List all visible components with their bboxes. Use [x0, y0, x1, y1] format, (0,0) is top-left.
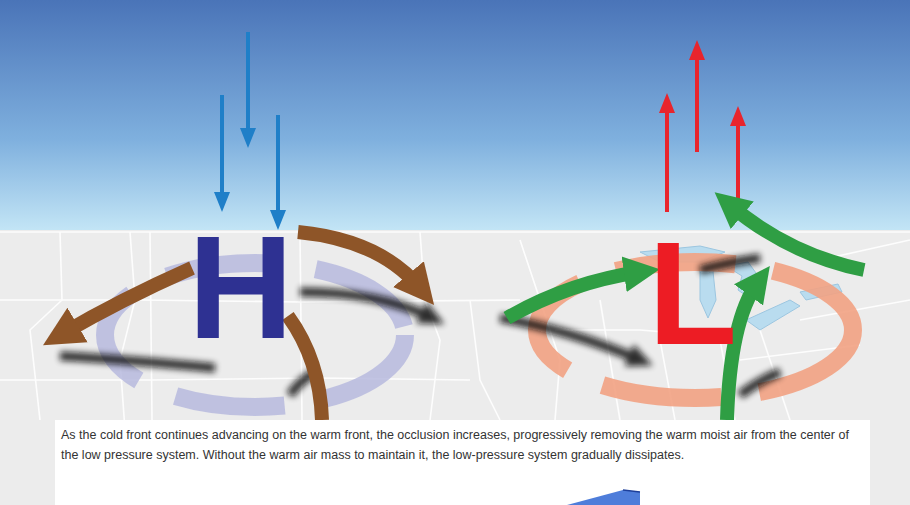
sinking-air-arrows: [222, 32, 278, 220]
high-pressure-letter: H: [188, 215, 293, 361]
rising-air-arrows: [667, 50, 738, 218]
inflow-arrows: [507, 205, 864, 420]
caption-text: As the cold front continues advancing on…: [55, 420, 870, 465]
caption-panel: As the cold front continues advancing on…: [55, 420, 870, 505]
state-borders: [0, 232, 910, 430]
low-pressure-letter: L: [648, 221, 737, 367]
